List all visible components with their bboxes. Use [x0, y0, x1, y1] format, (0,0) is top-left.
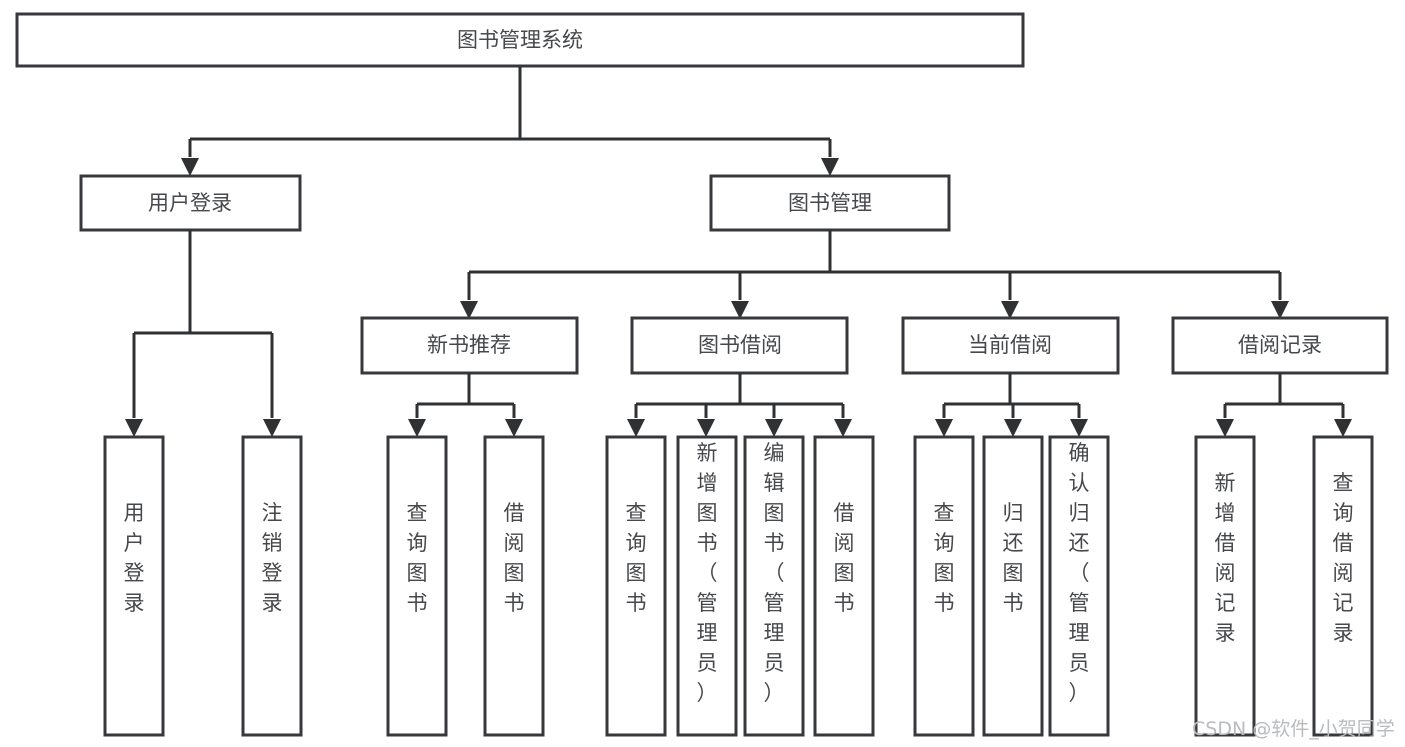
watermark-label: CSDN @软件_小贺同学 — [1192, 718, 1395, 740]
node-current-borrow[interactable]: 当前借阅 — [901, 316, 1120, 375]
connector-current-borrow-to-leaves — [935, 373, 1088, 437]
leaf-label: 新增图书（管理员） — [697, 441, 718, 705]
borrow-record-label: 借阅记录 — [1238, 333, 1322, 357]
arrow-to-leaf-confirm-return — [1070, 419, 1088, 437]
user-login-label: 用户登录 — [148, 191, 232, 215]
node-book-management[interactable]: 图书管理 — [709, 174, 951, 232]
leaf-label: 确认归还（管理员） — [1069, 441, 1090, 705]
leaf-box — [1312, 435, 1374, 737]
leaf-label: 查询图书 — [626, 501, 647, 615]
arrow-to-leaf-logout — [263, 419, 281, 437]
leaf-box — [1194, 435, 1256, 737]
leaf-node-query-book-recommend[interactable]: 查询图书 — [386, 435, 448, 737]
leaf-label: 用户登录 — [124, 501, 145, 615]
leaf-label: 归还图书 — [1003, 501, 1024, 615]
leaf-box — [103, 435, 165, 737]
arrow-to-leaf-borrow-book-2 — [834, 419, 852, 437]
leaf-box — [605, 435, 667, 737]
root-box — [15, 12, 1025, 68]
leaf-box — [241, 435, 303, 737]
leaf-label: 借阅图书 — [834, 501, 855, 615]
book-management-label: 图书管理 — [788, 191, 872, 215]
node-borrow-record[interactable]: 借阅记录 — [1171, 316, 1389, 375]
arrow-to-user-login — [181, 158, 199, 176]
connector-book-borrow-to-leaves — [627, 373, 852, 437]
arrow-to-current-borrow — [1001, 301, 1019, 319]
node-book-borrow[interactable]: 图书借阅 — [630, 316, 849, 375]
leaf-node-add-borrow-record[interactable]: 新增借阅记录 — [1194, 435, 1256, 737]
leaf-node-user-login[interactable]: 用户登录 — [103, 435, 165, 737]
leaf-label: 查询借阅记录 — [1333, 471, 1354, 645]
leaf-label: 注销登录 — [262, 501, 283, 615]
connector-book-management-to-level2 — [460, 230, 1289, 319]
leaf-node-add-book-admin[interactable]: 新增图书（管理员） — [676, 435, 738, 737]
leaf-node-return-book[interactable]: 归还图书 — [982, 435, 1044, 737]
leaf-node-query-borrow-record[interactable]: 查询借阅记录 — [1312, 435, 1374, 737]
leaf-node-logout[interactable]: 注销登录 — [241, 435, 303, 737]
leaf-node-query-book-borrow[interactable]: 查询图书 — [605, 435, 667, 737]
current-borrow-label: 当前借阅 — [968, 333, 1052, 357]
arrow-to-borrow-record — [1271, 301, 1289, 319]
leaf-label: 编辑图书（管理员） — [764, 441, 785, 705]
arrow-to-leaf-query-book-1 — [408, 419, 426, 437]
arrow-to-leaf-query-book-2 — [627, 419, 645, 437]
leaf-node-query-book-current[interactable]: 查询图书 — [913, 435, 975, 737]
arrow-to-leaf-add-record — [1216, 419, 1234, 437]
arrow-to-book-management — [821, 158, 839, 176]
new-book-recommend-box — [360, 316, 579, 375]
leaf-label: 新增借阅记录 — [1215, 471, 1236, 645]
arrow-to-leaf-add-book — [697, 419, 715, 437]
arrow-to-book-borrow — [731, 301, 749, 319]
leaf-box — [813, 435, 875, 737]
arrow-to-new-book-recommend — [460, 301, 478, 319]
leaf-box — [483, 435, 545, 737]
node-user-login[interactable]: 用户登录 — [79, 174, 302, 232]
leaf-node-borrow-book-borrow[interactable]: 借阅图书 — [813, 435, 875, 737]
leaf-label: 查询图书 — [407, 501, 428, 615]
leaf-box — [982, 435, 1044, 737]
leaf-box — [743, 435, 805, 737]
node-root-book-management-system[interactable]: 图书管理系统 — [15, 12, 1025, 68]
current-borrow-box — [901, 316, 1120, 375]
arrow-to-leaf-edit-book — [765, 419, 783, 437]
leaf-box — [386, 435, 448, 737]
leaf-box — [913, 435, 975, 737]
connector-borrow-record-to-leaves — [1216, 373, 1352, 437]
arrow-to-leaf-user-login — [125, 419, 143, 437]
root-label: 图书管理系统 — [457, 28, 583, 52]
connector-user-login-to-leaves — [125, 230, 281, 437]
leaf-box — [1048, 435, 1110, 737]
arrow-to-leaf-query-book-3 — [935, 419, 953, 437]
arrow-to-leaf-borrow-book-1 — [505, 419, 523, 437]
leaf-node-confirm-return-admin[interactable]: 确认归还（管理员） — [1048, 435, 1110, 737]
arrow-to-leaf-return-book — [1004, 419, 1022, 437]
leaf-box — [676, 435, 738, 737]
new-book-recommend-label: 新书推荐 — [427, 333, 511, 357]
leaf-label: 查询图书 — [934, 501, 955, 615]
connector-new-book-recommend-to-leaves — [408, 373, 523, 437]
connector-root-to-level1 — [181, 66, 839, 176]
leaf-label: 借阅图书 — [504, 501, 525, 615]
leaf-node-edit-book-admin[interactable]: 编辑图书（管理员） — [743, 435, 805, 737]
node-new-book-recommend[interactable]: 新书推荐 — [360, 316, 579, 375]
leaf-node-borrow-book-recommend[interactable]: 借阅图书 — [483, 435, 545, 737]
book-borrow-label: 图书借阅 — [698, 333, 782, 357]
arrow-to-leaf-query-record — [1334, 419, 1352, 437]
